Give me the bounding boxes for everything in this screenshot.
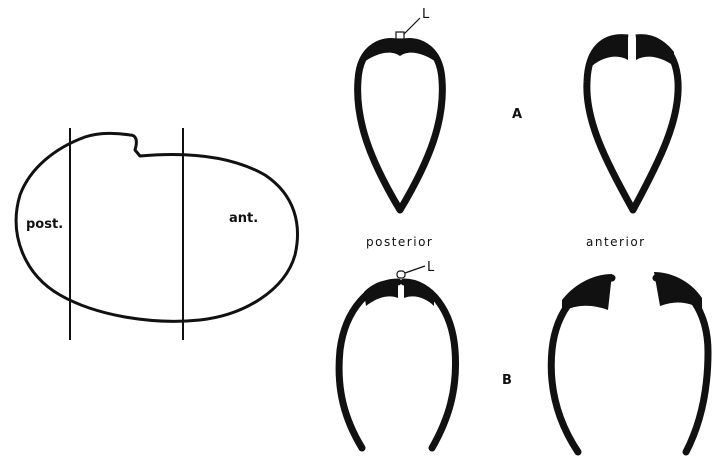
- posterior-hinge-teeth: [364, 39, 436, 62]
- label-post: post.: [26, 217, 63, 232]
- shell-outline-view: post. ant.: [14, 128, 299, 340]
- posterior-open-hinge-teeth: [364, 280, 434, 306]
- ligament-leader-a: [403, 17, 421, 35]
- row-a-anterior-section: [583, 34, 682, 214]
- posterior-open-left-valve: [335, 278, 402, 452]
- posterior-open-right-valve: [400, 278, 460, 452]
- ligament-label-b: L: [427, 260, 435, 275]
- anterior-open-right-tooth: [654, 272, 702, 310]
- caption-posterior: posterior: [366, 235, 433, 249]
- label-ant: ant.: [229, 211, 258, 226]
- row-b-posterior-section: L: [335, 260, 460, 452]
- ligament-marker-a: [395, 31, 405, 40]
- caption-anterior: anterior: [586, 235, 646, 249]
- posterior-closed-valves: [354, 38, 446, 214]
- row-label-a: A: [512, 107, 522, 122]
- row-label-b: B: [502, 373, 512, 388]
- anterior-hinge-teeth: [592, 36, 674, 66]
- anterior-closed-valves: [583, 34, 682, 214]
- anterior-open-left-tooth: [562, 274, 612, 312]
- shell-outline: [14, 131, 299, 323]
- ligament-leader-b: [404, 265, 426, 274]
- row-a-posterior-section: L: [354, 7, 446, 214]
- ligament-marker-b: [396, 270, 406, 279]
- row-b-anterior-section: [547, 272, 712, 456]
- ligament-label-a: L: [422, 7, 430, 22]
